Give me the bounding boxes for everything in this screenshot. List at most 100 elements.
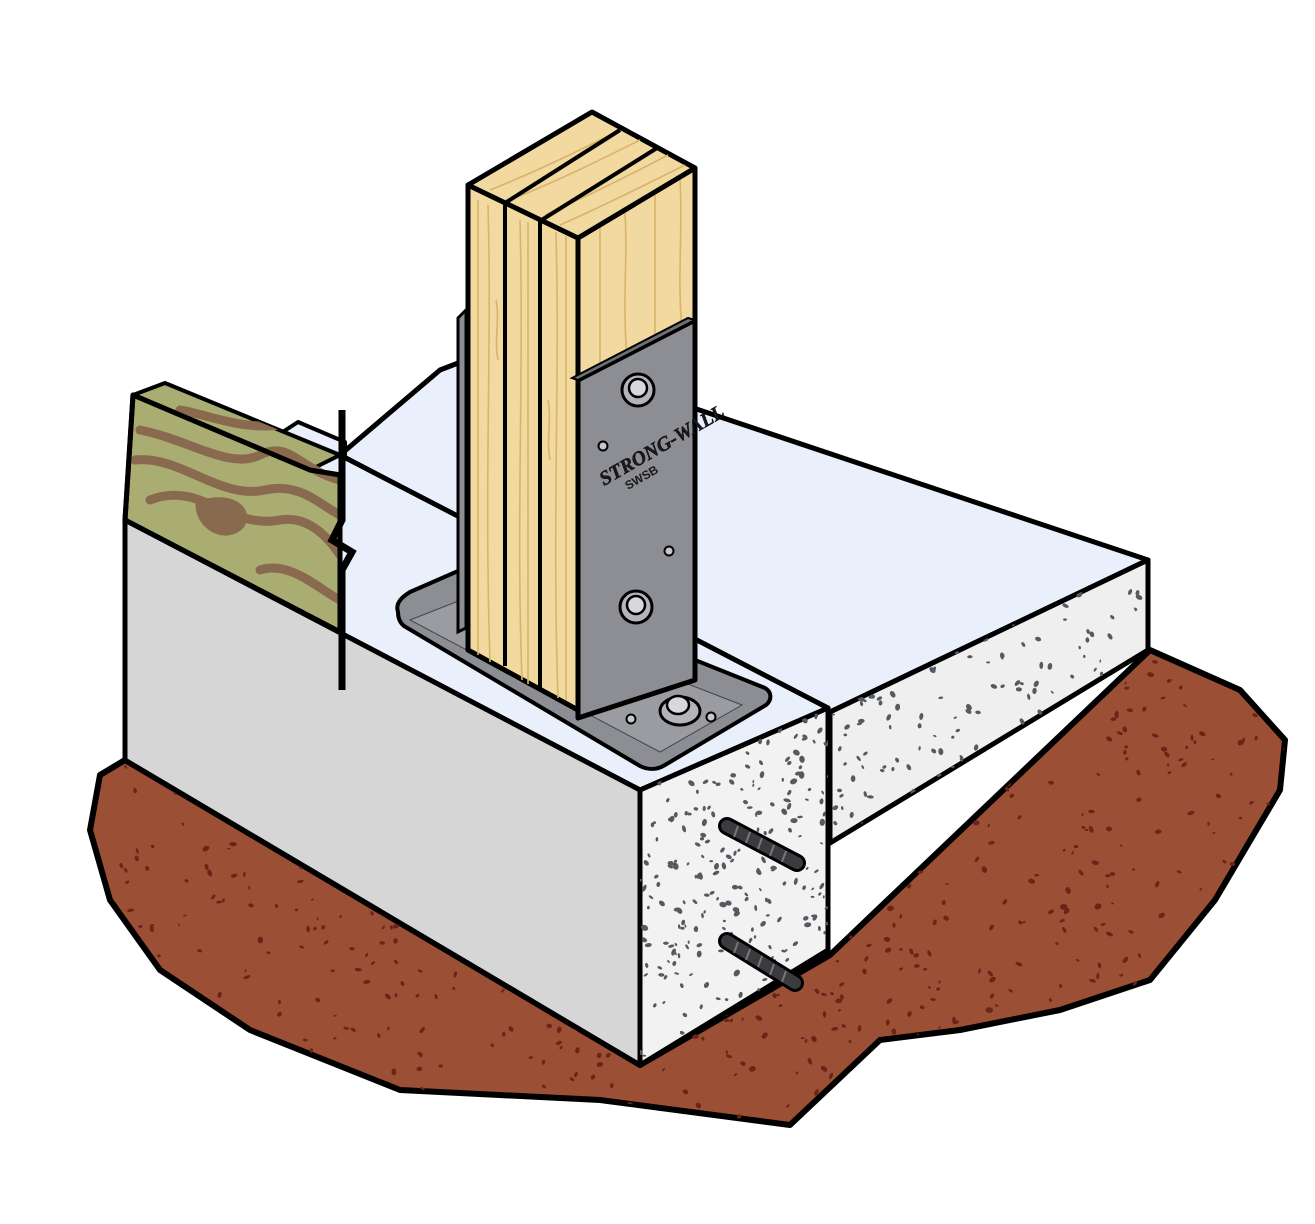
texture-speckle bbox=[143, 1043, 149, 1050]
texture-speckle bbox=[227, 847, 231, 850]
texture-speckle bbox=[1156, 996, 1159, 999]
texture-speckle bbox=[689, 973, 693, 976]
texture-speckle bbox=[243, 871, 246, 878]
texture-speckle bbox=[1164, 1101, 1170, 1106]
texture-speckle bbox=[1022, 1098, 1026, 1103]
texture-speckle bbox=[793, 749, 800, 756]
texture-speckle bbox=[647, 853, 651, 858]
texture-speckle bbox=[1131, 868, 1136, 871]
texture-speckle bbox=[1000, 684, 1005, 688]
texture-speckle bbox=[709, 860, 714, 863]
texture-speckle bbox=[673, 859, 678, 863]
texture-speckle bbox=[913, 953, 919, 958]
texture-speckle bbox=[1039, 661, 1044, 669]
texture-speckle bbox=[974, 856, 980, 862]
texture-speckle bbox=[574, 1071, 578, 1078]
texture-speckle bbox=[784, 948, 788, 952]
texture-speckle bbox=[1256, 864, 1260, 869]
texture-speckle bbox=[822, 895, 825, 899]
texture-speckle bbox=[1124, 686, 1130, 690]
texture-speckle bbox=[248, 885, 251, 890]
texture-speckle bbox=[1017, 815, 1022, 820]
texture-speckle bbox=[1105, 931, 1114, 937]
rebar-upper bbox=[718, 817, 806, 872]
texture-speckle bbox=[542, 1084, 546, 1089]
texture-speckle bbox=[730, 773, 737, 778]
texture-speckle bbox=[861, 765, 865, 770]
texture-speckle bbox=[1047, 663, 1053, 670]
texture-speckle bbox=[417, 969, 423, 973]
texture-speckle bbox=[686, 862, 690, 866]
texture-speckle bbox=[471, 1106, 477, 1113]
texture-speckle bbox=[1084, 828, 1089, 832]
texture-speckle bbox=[757, 787, 761, 791]
texture-speckle bbox=[850, 775, 856, 782]
texture-speckle bbox=[1089, 978, 1096, 983]
texture-speckle bbox=[725, 1054, 733, 1059]
texture-speckle bbox=[278, 1067, 283, 1072]
texture-speckle bbox=[799, 755, 805, 763]
texture-speckle bbox=[863, 1098, 868, 1101]
texture-speckle bbox=[1114, 1077, 1121, 1083]
texture-speckle bbox=[116, 1123, 124, 1125]
texture-speckle bbox=[1081, 1040, 1087, 1048]
texture-speckle bbox=[797, 815, 803, 819]
texture-speckle bbox=[814, 869, 819, 873]
texture-speckle bbox=[722, 926, 726, 931]
texture-speckle bbox=[204, 863, 209, 870]
texture-speckle bbox=[642, 1054, 647, 1057]
texture-speckle bbox=[906, 802, 912, 807]
texture-speckle bbox=[1142, 1056, 1148, 1060]
texture-speckle bbox=[725, 854, 732, 860]
texture-speckle bbox=[653, 1003, 657, 1008]
break-line bbox=[327, 410, 357, 690]
texture-speckle bbox=[183, 914, 187, 917]
texture-speckle bbox=[927, 827, 934, 833]
texture-speckle bbox=[839, 794, 844, 798]
texture-speckle bbox=[1178, 685, 1183, 690]
texture-speckle bbox=[1110, 615, 1115, 620]
texture-speckle bbox=[795, 771, 801, 776]
texture-speckle bbox=[869, 694, 875, 699]
texture-speckle bbox=[885, 947, 892, 953]
texture-speckle bbox=[1253, 682, 1256, 686]
texture-speckle bbox=[731, 884, 739, 890]
texture-speckle bbox=[1222, 859, 1227, 864]
texture-speckle bbox=[1083, 654, 1086, 659]
texture-speckle bbox=[1202, 660, 1209, 665]
texture-speckle bbox=[452, 987, 456, 990]
texture-speckle bbox=[257, 936, 264, 944]
texture-speckle bbox=[933, 734, 937, 738]
texture-speckle bbox=[1273, 852, 1279, 857]
texture-speckle bbox=[957, 805, 963, 812]
texture-speckle bbox=[776, 993, 780, 997]
texture-speckle bbox=[974, 1054, 977, 1060]
texture-speckle bbox=[163, 1011, 169, 1014]
texture-speckle bbox=[596, 1062, 604, 1067]
texture-speckle bbox=[656, 881, 661, 887]
texture-speckle bbox=[975, 1097, 980, 1101]
texture-speckle bbox=[958, 1082, 962, 1086]
texture-speckle bbox=[1043, 723, 1046, 727]
texture-speckle bbox=[844, 724, 850, 730]
texture-speckle bbox=[978, 968, 981, 974]
texture-speckle bbox=[1114, 710, 1119, 719]
texture-speckle bbox=[163, 1086, 171, 1092]
texture-speckle bbox=[909, 830, 916, 835]
texture-speckle bbox=[1019, 718, 1025, 725]
texture-speckle bbox=[752, 783, 755, 787]
texture-speckle bbox=[640, 1049, 643, 1055]
texture-speckle bbox=[365, 952, 369, 958]
texture-speckle bbox=[1222, 1106, 1229, 1112]
texture-speckle bbox=[541, 1112, 546, 1119]
texture-speckle bbox=[732, 907, 740, 913]
texture-speckle bbox=[927, 950, 932, 957]
texture-speckle bbox=[507, 1120, 513, 1125]
texture-speckle bbox=[643, 860, 649, 866]
texture-speckle bbox=[605, 1052, 611, 1058]
texture-speckle bbox=[986, 661, 990, 664]
texture-speckle bbox=[788, 827, 792, 833]
texture-speckle bbox=[701, 912, 704, 919]
texture-speckle bbox=[681, 919, 686, 926]
texture-speckle bbox=[873, 834, 879, 841]
